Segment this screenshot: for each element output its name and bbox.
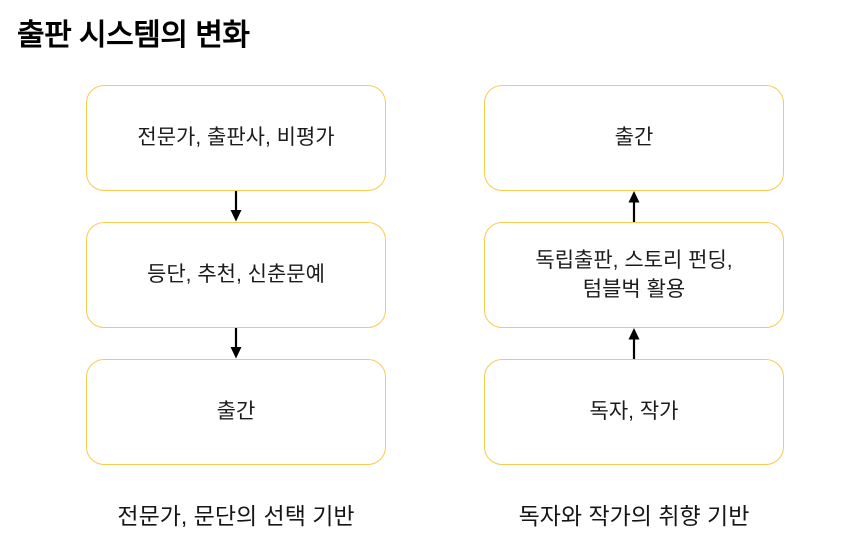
flow-box-label: 독립출판, 스토리 펀딩, 텀블벅 활용 — [535, 248, 733, 301]
down-arrow-icon — [86, 191, 386, 222]
page-title: 출판 시스템의 변화 — [17, 19, 250, 52]
flow-box-publication-right: 출간 — [484, 85, 784, 191]
up-arrow-icon — [484, 191, 784, 222]
flow-column-new: 출간 독립출판, 스토리 펀딩, 텀블벅 활용 독자, 작가 — [484, 85, 784, 465]
flow-box-readers-writers: 독자, 작가 — [484, 359, 784, 465]
flow-box-label: 출간 — [614, 126, 654, 150]
flow-box-label: 등단, 추천, 신춘문예 — [147, 263, 325, 287]
column-caption-new: 독자와 작가의 취향 기반 — [518, 503, 750, 529]
flow-box-publication-left: 출간 — [86, 359, 386, 465]
flow-box-debut-recommendation-contest: 등단, 추천, 신춘문예 — [86, 222, 386, 328]
down-arrow-icon — [86, 328, 386, 359]
column-caption-traditional: 전문가, 문단의 선택 기반 — [117, 503, 355, 529]
flow-box-label: 출간 — [216, 400, 256, 424]
flow-box-label: 전문가, 출판사, 비평가 — [137, 126, 335, 150]
flow-box-indie-publishing-funding: 독립출판, 스토리 펀딩, 텀블벅 활용 — [484, 222, 784, 328]
flow-box-experts-publishers-critics: 전문가, 출판사, 비평가 — [86, 85, 386, 191]
flow-column-traditional: 전문가, 출판사, 비평가 등단, 추천, 신춘문예 출간 — [86, 85, 386, 465]
flow-box-label: 독자, 작가 — [589, 400, 679, 424]
up-arrow-icon — [484, 328, 784, 359]
